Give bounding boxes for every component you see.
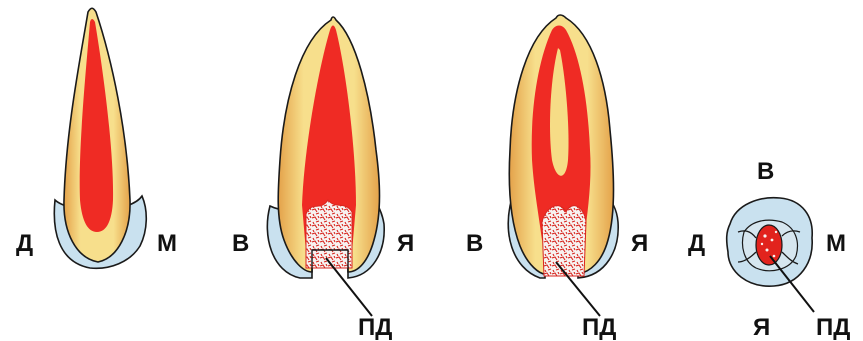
label-t4-top: В (757, 160, 774, 184)
label-t1-right: М (157, 232, 177, 256)
tooth-4 (727, 198, 814, 312)
label-t3-right: Я (631, 232, 648, 256)
label-t1-left: Д (16, 232, 33, 256)
label-t2-right: Я (397, 232, 414, 256)
tooth-2 (267, 17, 384, 316)
label-t3-left: В (466, 232, 483, 256)
tooth-2-filling (306, 200, 352, 268)
label-t2-bottom: ПД (358, 316, 392, 340)
label-t4-bottom-right: ПД (816, 316, 850, 340)
label-t3-bottom: ПД (582, 316, 616, 340)
tooth-4-pulp (756, 225, 782, 265)
tooth-3 (508, 15, 618, 316)
tooth-3-filling (542, 206, 586, 276)
label-t4-left: Д (688, 232, 705, 256)
label-t4-right: М (826, 232, 846, 256)
tooth-1 (54, 8, 146, 268)
label-t2-left: В (232, 232, 249, 256)
label-t4-bottom-left: Я (753, 316, 770, 340)
